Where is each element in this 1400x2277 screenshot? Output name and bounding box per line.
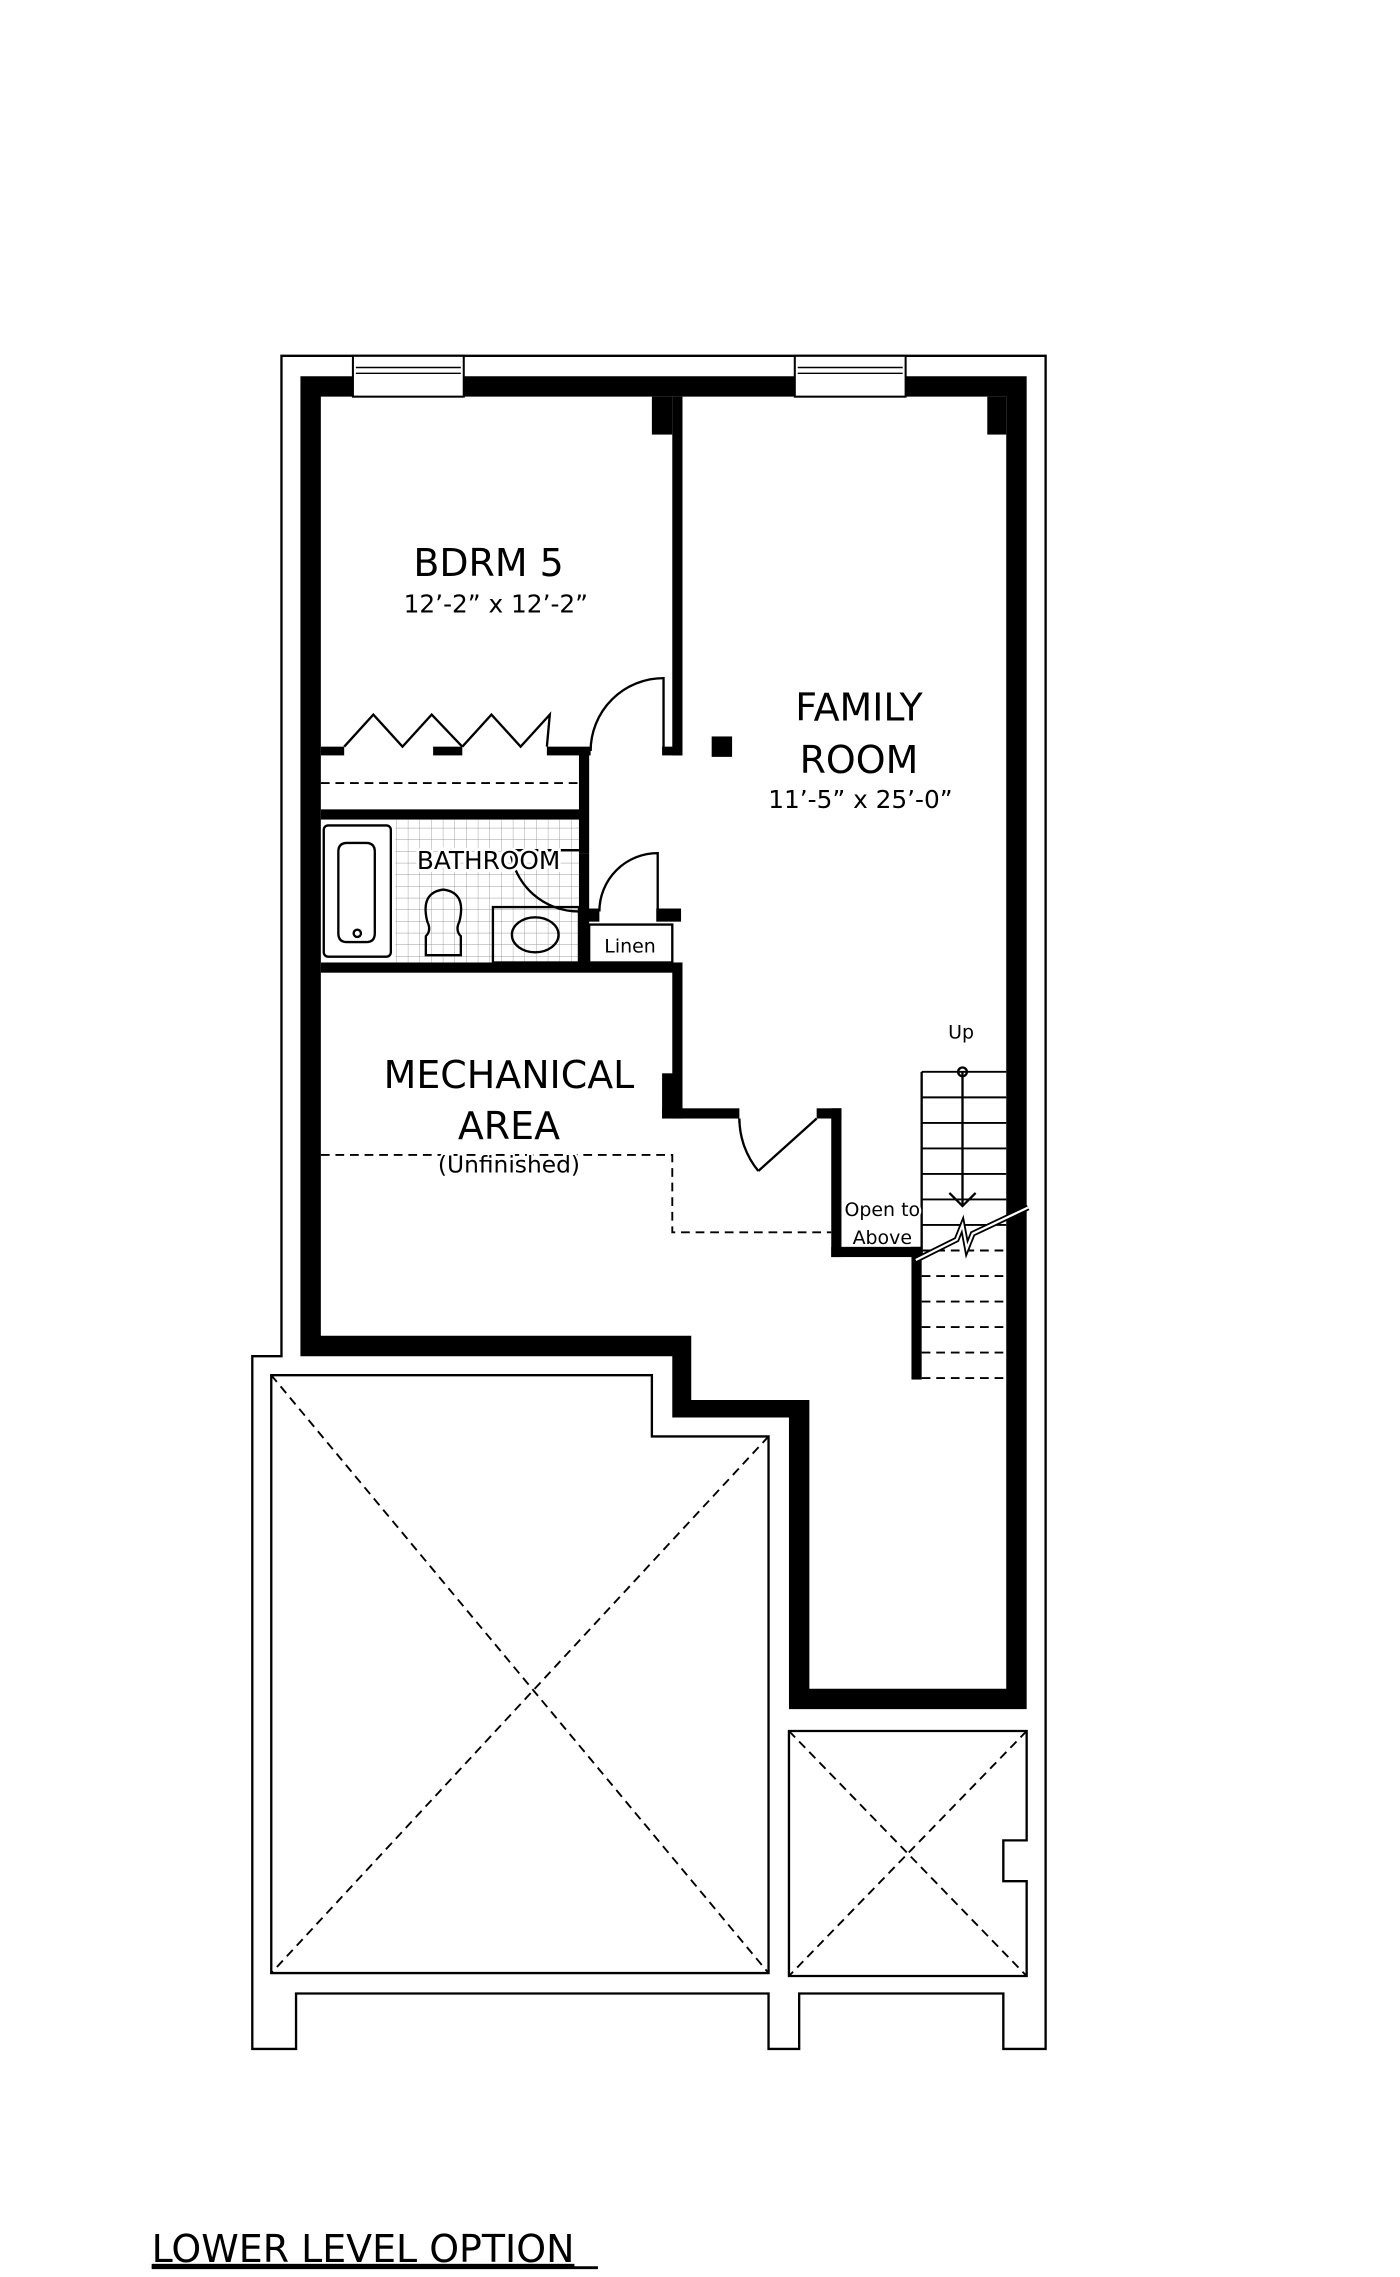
bathroom-label: BATHROOM <box>417 846 560 875</box>
interior-wall <box>672 962 683 1119</box>
stairs-up-label: Up <box>948 1021 974 1043</box>
unfinished-boundary <box>320 1154 832 1234</box>
closet-wall <box>320 746 345 756</box>
interior-wall <box>831 1246 922 1258</box>
bathroom-tile <box>395 819 579 963</box>
interior-wall <box>320 962 683 973</box>
stair-wall <box>911 1246 922 1380</box>
open-to-above-label: Open to <box>844 1199 920 1221</box>
interior-wall <box>578 908 600 922</box>
linen-door <box>598 851 659 912</box>
window-family <box>793 354 907 398</box>
interior-wall <box>320 809 584 820</box>
wall-nub <box>651 396 673 435</box>
interior-wall <box>578 751 590 854</box>
closet-wall <box>433 746 463 756</box>
bedroom-size: 12’-2” x 12’-2” <box>404 589 588 618</box>
bathtub <box>322 824 393 958</box>
bathroom-door <box>509 849 579 913</box>
porch-outline <box>787 1729 1028 1978</box>
mechanical-label: AREA <box>458 1104 560 1148</box>
family-label: FAMILY <box>795 685 923 729</box>
bifold-door <box>343 712 464 749</box>
bathtub-basin <box>337 841 376 944</box>
toilet <box>424 888 463 957</box>
interior-wall <box>656 908 682 922</box>
bedroom-label: BDRM 5 <box>413 541 563 585</box>
bifold-door <box>461 711 552 749</box>
column <box>711 736 733 757</box>
interior-wall <box>672 396 683 756</box>
mechanical-label: MECHANICAL <box>384 1053 635 1097</box>
linen-label: Linen <box>604 935 655 957</box>
plan-title: LOWER LEVEL OPTION <box>152 2227 575 2271</box>
wall-nub <box>987 396 1007 435</box>
interior-wall <box>831 1108 842 1258</box>
open-to-above-label: Above <box>853 1227 912 1249</box>
family-label: ROOM <box>800 738 919 782</box>
closet-wall <box>546 746 591 756</box>
outer-outline <box>251 354 1047 2051</box>
interior-wall <box>662 1073 683 1119</box>
family-size: 11’-5” x 25’-0” <box>768 785 952 814</box>
bedroom-door <box>589 676 665 752</box>
mechanical-note: (Unfinished) <box>438 1150 580 1178</box>
window-bedroom <box>351 354 465 398</box>
interior-wall <box>662 746 683 756</box>
interior-wall <box>816 1108 842 1119</box>
interior-wall <box>662 1108 740 1119</box>
sink <box>510 916 560 954</box>
mechanical-door <box>738 1117 818 1172</box>
exterior-wall <box>300 376 1027 1710</box>
